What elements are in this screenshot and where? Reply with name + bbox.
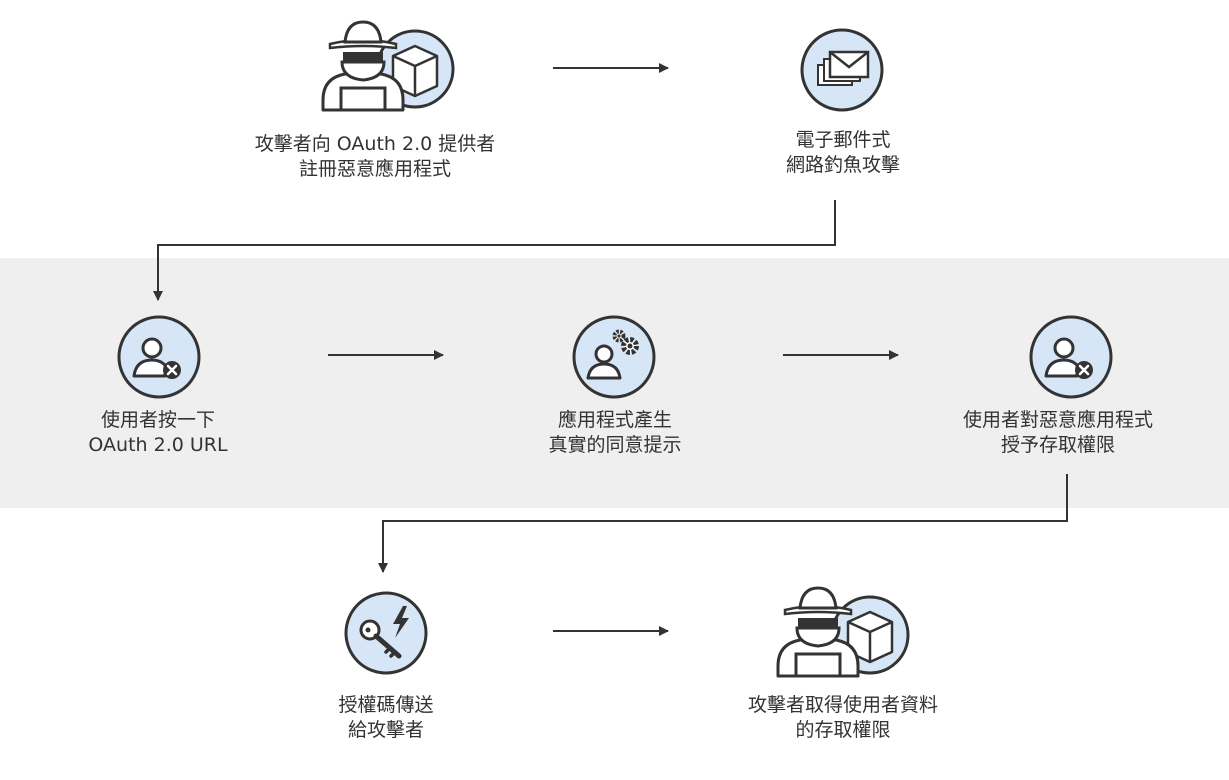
email-stack-icon: [800, 28, 884, 112]
step-label-register: 攻擊者向 OAuth 2.0 提供者 註冊惡意應用程式: [225, 132, 525, 182]
arrow-grant-to-auth-code: [378, 474, 1068, 573]
user-gears-icon: [572, 315, 656, 399]
step-label-line: 授予存取權限: [1000, 434, 1115, 456]
step-label-line: 攻擊者向 OAuth 2.0 提供者: [254, 133, 496, 155]
step-label-line: 使用者按一下: [100, 409, 215, 431]
step-label-line: 電子郵件式: [795, 129, 891, 151]
step-label-line: 的存取權限: [795, 719, 891, 741]
arrow-phishing-to-click-url: [153, 200, 836, 301]
step-label-line: 真實的同意提示: [548, 434, 682, 456]
user-block-icon: [1029, 315, 1113, 399]
step-label-line: 授權碼傳送: [338, 694, 434, 716]
step-label-line: 註冊惡意應用程式: [298, 158, 451, 180]
attacker-with-package-icon: [321, 20, 455, 112]
step-label-auth-code: 授權碼傳送 給攻擊者: [236, 693, 536, 743]
attacker-with-package-icon: [776, 586, 910, 678]
step-label-grant-access: 使用者對惡意應用程式 授予存取權限: [908, 408, 1208, 458]
step-label-phishing: 電子郵件式 網路釣魚攻擊: [693, 128, 993, 178]
step-label-click-url: 使用者按一下 OAuth 2.0 URL: [8, 408, 308, 458]
step-label-data-access: 攻擊者取得使用者資料 的存取權限: [693, 693, 993, 743]
step-label-line: 使用者對惡意應用程式: [962, 409, 1153, 431]
user-block-icon: [117, 315, 201, 399]
step-label-line: 攻擊者取得使用者資料: [747, 694, 938, 716]
key-lightning-icon: [344, 591, 428, 675]
step-label-line: OAuth 2.0 URL: [88, 434, 228, 456]
step-label-line: 給攻擊者: [347, 719, 424, 741]
step-label-line: 應用程式產生: [557, 409, 672, 431]
step-label-consent-prompt: 應用程式產生 真實的同意提示: [465, 408, 765, 458]
step-label-line: 網路釣魚攻擊: [785, 154, 900, 176]
